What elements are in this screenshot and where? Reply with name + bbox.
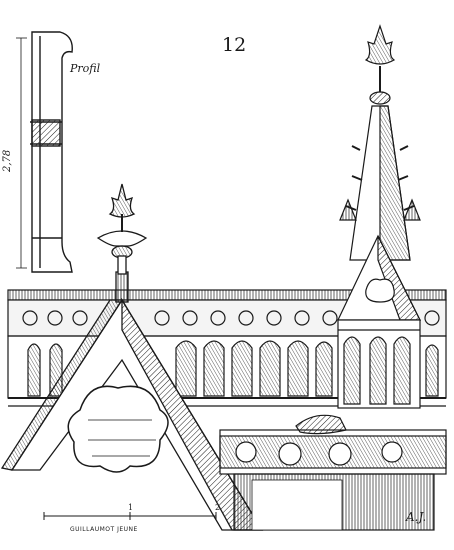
profile-section-drawing bbox=[16, 31, 73, 273]
pinnacle-spire bbox=[337, 24, 421, 409]
scale-mark-2: 2 bbox=[215, 503, 221, 512]
plate-number: 12 bbox=[222, 34, 247, 56]
trefoil-row bbox=[22, 310, 440, 326]
scale-mark-1: 1 bbox=[128, 503, 134, 512]
dimension-label: 2,78 bbox=[2, 149, 13, 172]
profile-label: Profil bbox=[70, 62, 101, 75]
engraver-signature: GUILLAUMOT JEUNE bbox=[70, 526, 138, 533]
artist-monogram: A.J. bbox=[406, 510, 427, 524]
arch-openings bbox=[27, 340, 439, 397]
cornice-foliage-frieze bbox=[219, 414, 447, 531]
profile-outline bbox=[31, 31, 73, 273]
scale-bar bbox=[43, 512, 217, 520]
